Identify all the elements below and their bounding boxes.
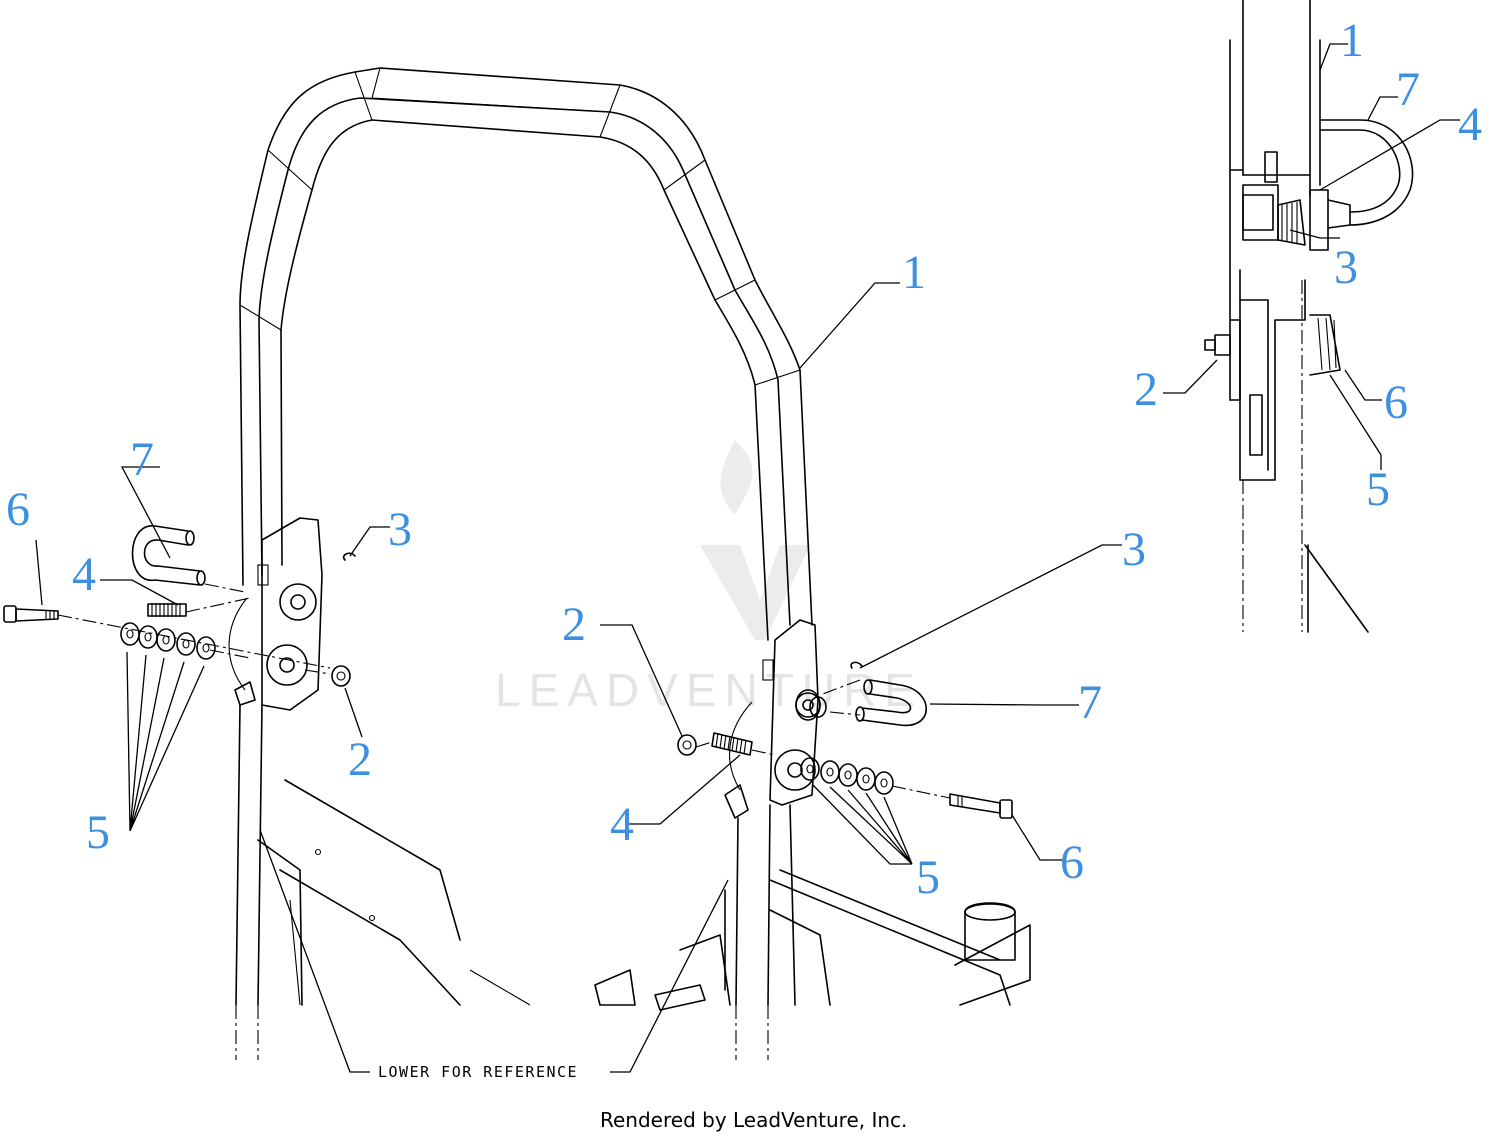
right-hardware bbox=[677, 661, 1013, 819]
callout-4-left: 4 bbox=[72, 548, 96, 601]
watermark-logo: LEADVENTURE bbox=[495, 440, 923, 716]
washers-left bbox=[120, 622, 216, 660]
render-credit: Rendered by LeadVenture, Inc. bbox=[600, 1108, 907, 1132]
callout-6-left: 6 bbox=[6, 483, 30, 536]
callout-6-right: 6 bbox=[1060, 836, 1084, 889]
u-pin-left bbox=[131, 525, 206, 586]
callout-5-left: 5 bbox=[86, 806, 110, 859]
callout-labels: 1 7 6 4 5 3 2 2 3 7 4 5 6 1 7 4 3 2 6 5 bbox=[6, 14, 1482, 904]
callout-5-inset: 5 bbox=[1366, 463, 1390, 516]
spring-left bbox=[147, 603, 187, 617]
knob-right bbox=[795, 689, 827, 721]
clip-left bbox=[342, 552, 356, 561]
callout-6-inset: 6 bbox=[1384, 376, 1408, 429]
left-hardware bbox=[3, 525, 356, 687]
callout-3-right: 3 bbox=[1122, 523, 1146, 576]
roll-bar-assembly bbox=[228, 67, 1031, 1060]
clip-right bbox=[850, 661, 863, 669]
u-pin-right bbox=[855, 679, 927, 727]
callout-4-inset: 4 bbox=[1458, 98, 1482, 151]
callout-2-right: 2 bbox=[562, 598, 586, 651]
reference-note: LOWER FOR REFERENCE bbox=[378, 1063, 578, 1081]
callout-7-left: 7 bbox=[130, 433, 154, 486]
washers-right bbox=[800, 757, 894, 795]
callout-1-inset: 1 bbox=[1340, 14, 1364, 67]
nut-right bbox=[677, 734, 697, 756]
bolt-left bbox=[3, 605, 59, 623]
side-view-inset bbox=[1204, 0, 1414, 633]
leader-lines bbox=[35, 43, 1460, 1073]
spring-right bbox=[711, 732, 753, 756]
callout-7-right: 7 bbox=[1078, 676, 1102, 729]
bolt-right bbox=[949, 793, 1013, 819]
watermark-text: LEADVENTURE bbox=[495, 664, 923, 716]
callout-3-left: 3 bbox=[388, 503, 412, 556]
callout-2-inset: 2 bbox=[1134, 363, 1158, 416]
callout-5-right: 5 bbox=[916, 851, 940, 904]
nut-left bbox=[331, 665, 351, 687]
callout-3-inset: 3 bbox=[1334, 241, 1358, 294]
callout-7-inset: 7 bbox=[1396, 63, 1420, 116]
callout-2-left: 2 bbox=[348, 733, 372, 786]
callout-1-main: 1 bbox=[902, 246, 926, 299]
callout-4-right: 4 bbox=[610, 798, 634, 851]
